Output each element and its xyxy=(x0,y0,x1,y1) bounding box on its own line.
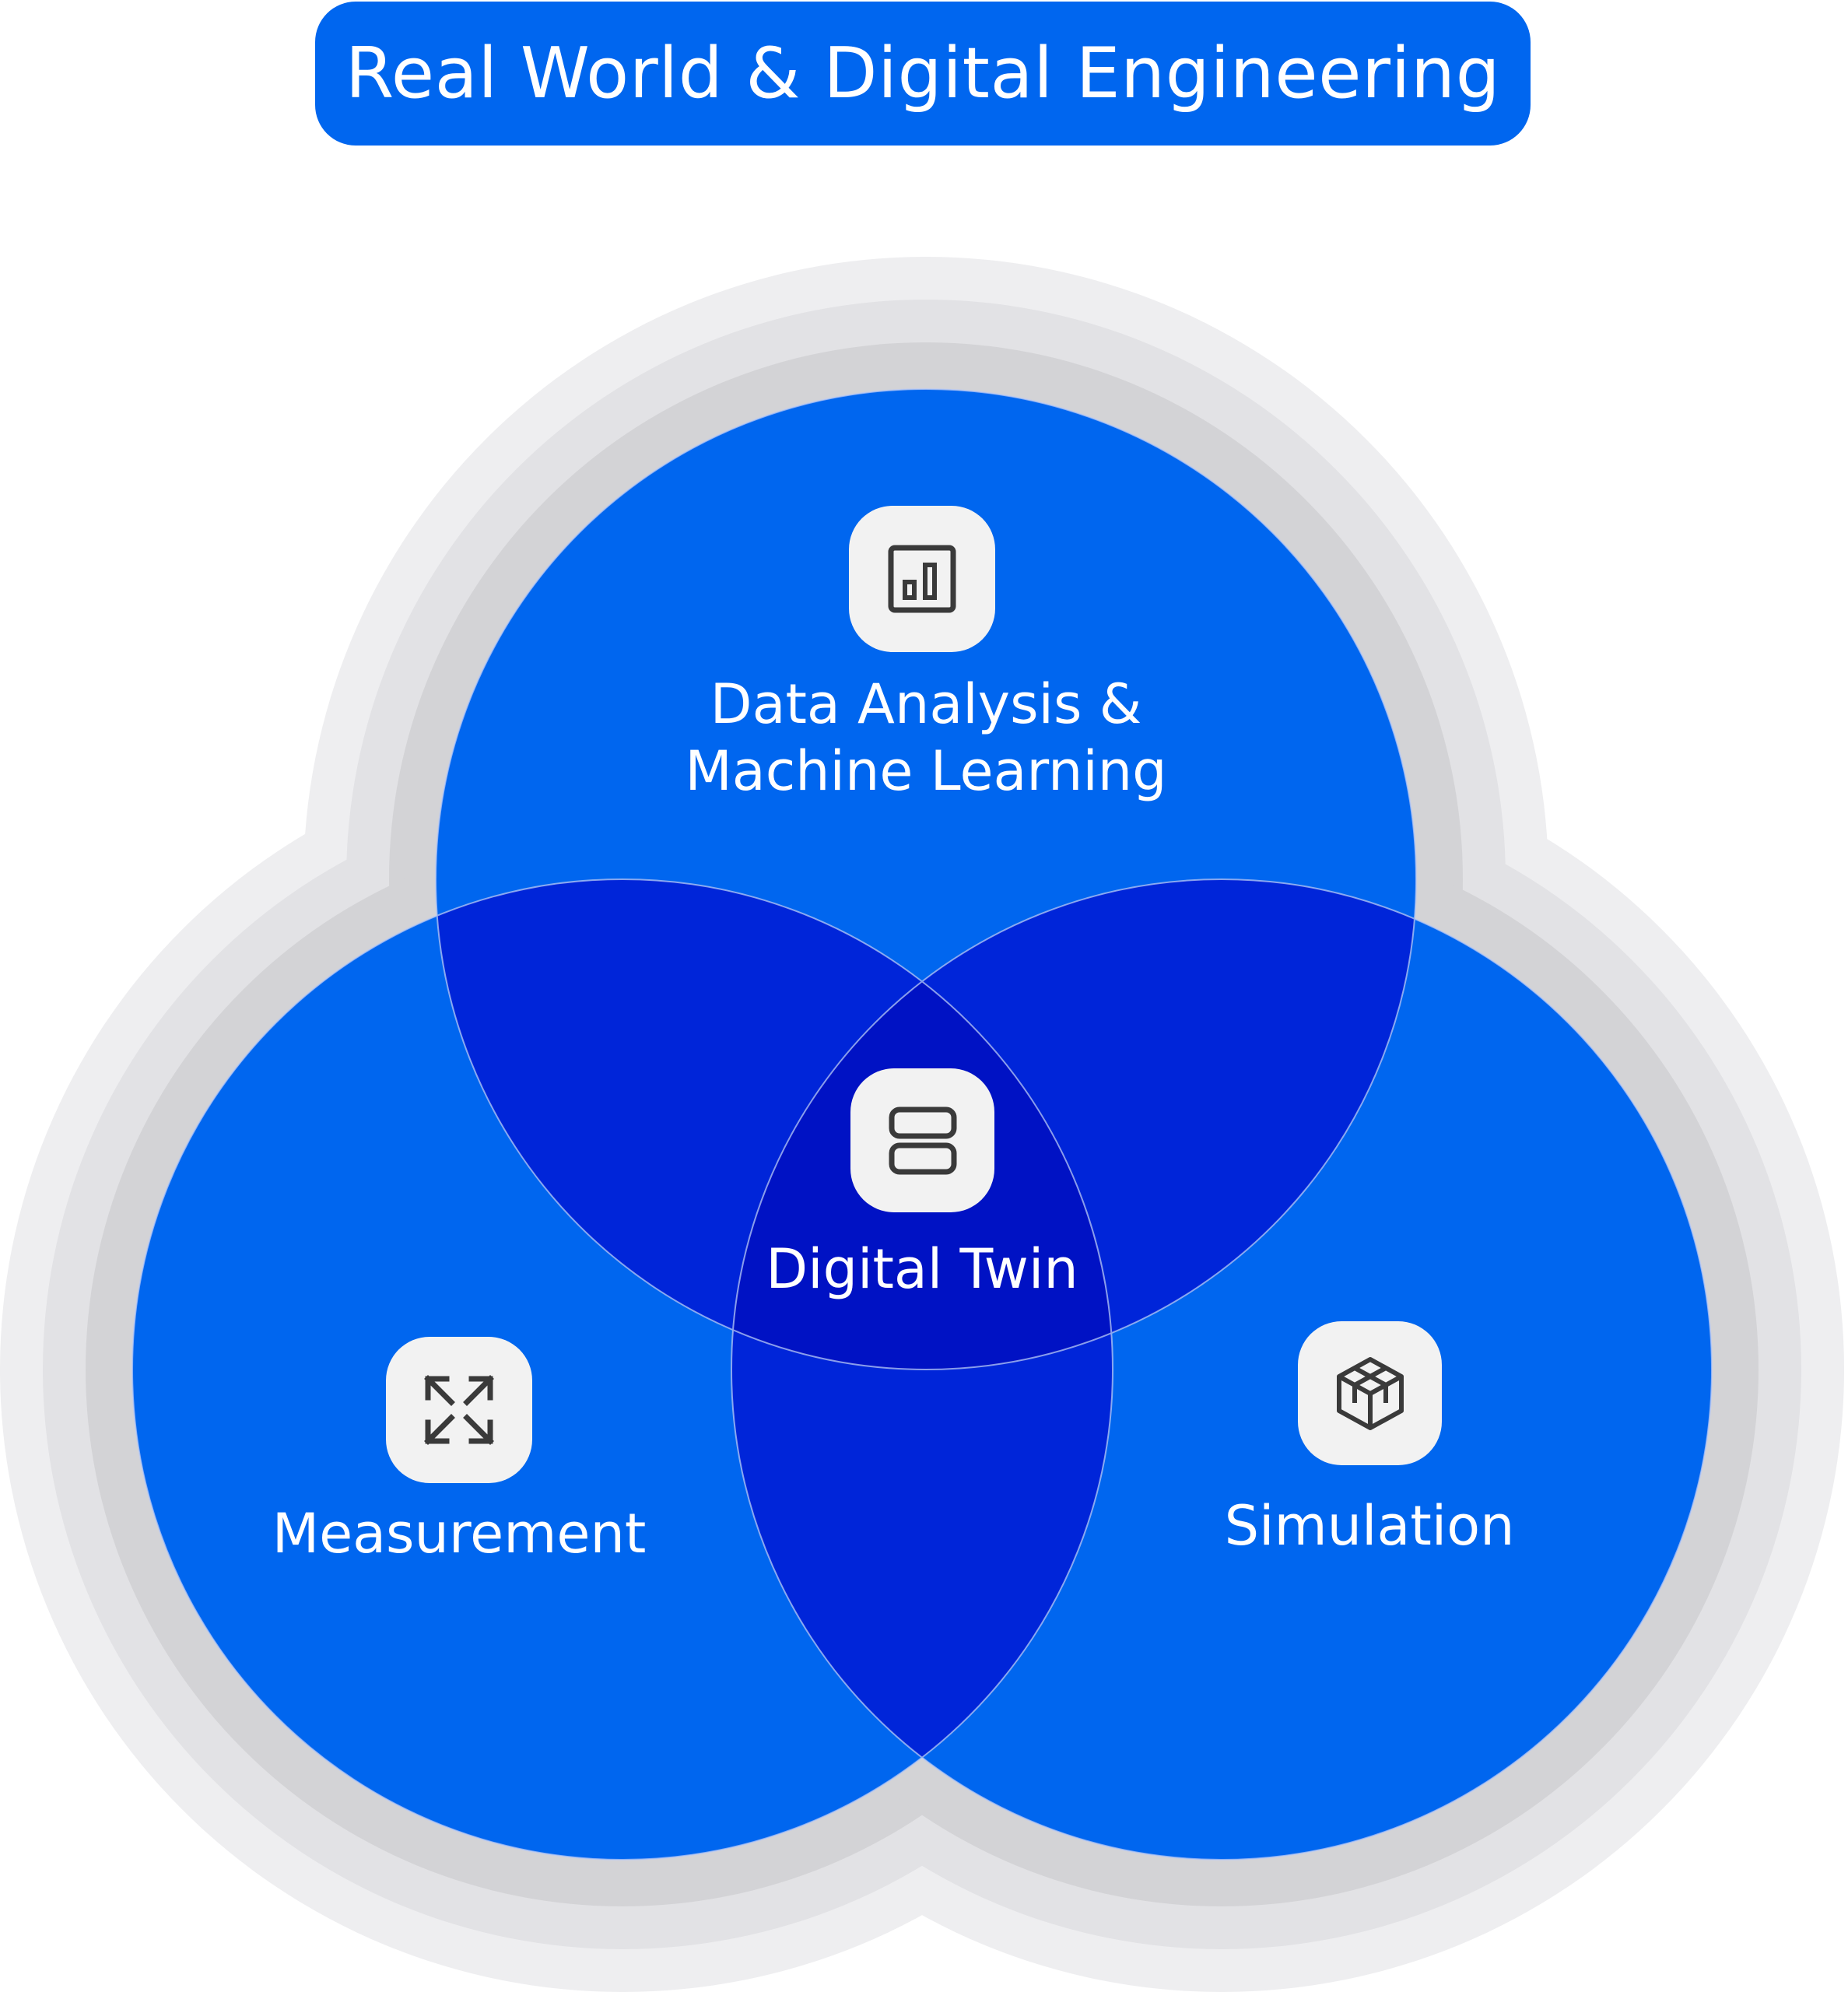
label-data-analysis: Data Analysis & Machine Learning xyxy=(615,671,1237,805)
label-data-analysis-line1: Data Analysis & xyxy=(710,672,1142,736)
bar-chart-icon xyxy=(888,545,956,613)
label-digital-twin: Digital Twin xyxy=(766,1237,1078,1301)
label-simulation: Simulation xyxy=(1224,1494,1515,1558)
expand-arrows-icon xyxy=(424,1375,494,1445)
title-banner: Real World & Digital Engineering xyxy=(315,2,1531,146)
server-stack-icon xyxy=(889,1106,956,1174)
diagram-title: Real World & Digital Engineering xyxy=(345,33,1501,114)
label-measurement: Measurement xyxy=(272,1502,647,1566)
cube-icon xyxy=(1336,1356,1404,1430)
digital-twin-icon-tile xyxy=(850,1068,994,1212)
label-data-analysis-line2: Machine Learning xyxy=(685,739,1167,803)
simulation-icon-tile xyxy=(1298,1321,1442,1465)
measurement-icon-tile xyxy=(386,1337,532,1483)
data-analysis-icon-tile xyxy=(849,506,995,652)
